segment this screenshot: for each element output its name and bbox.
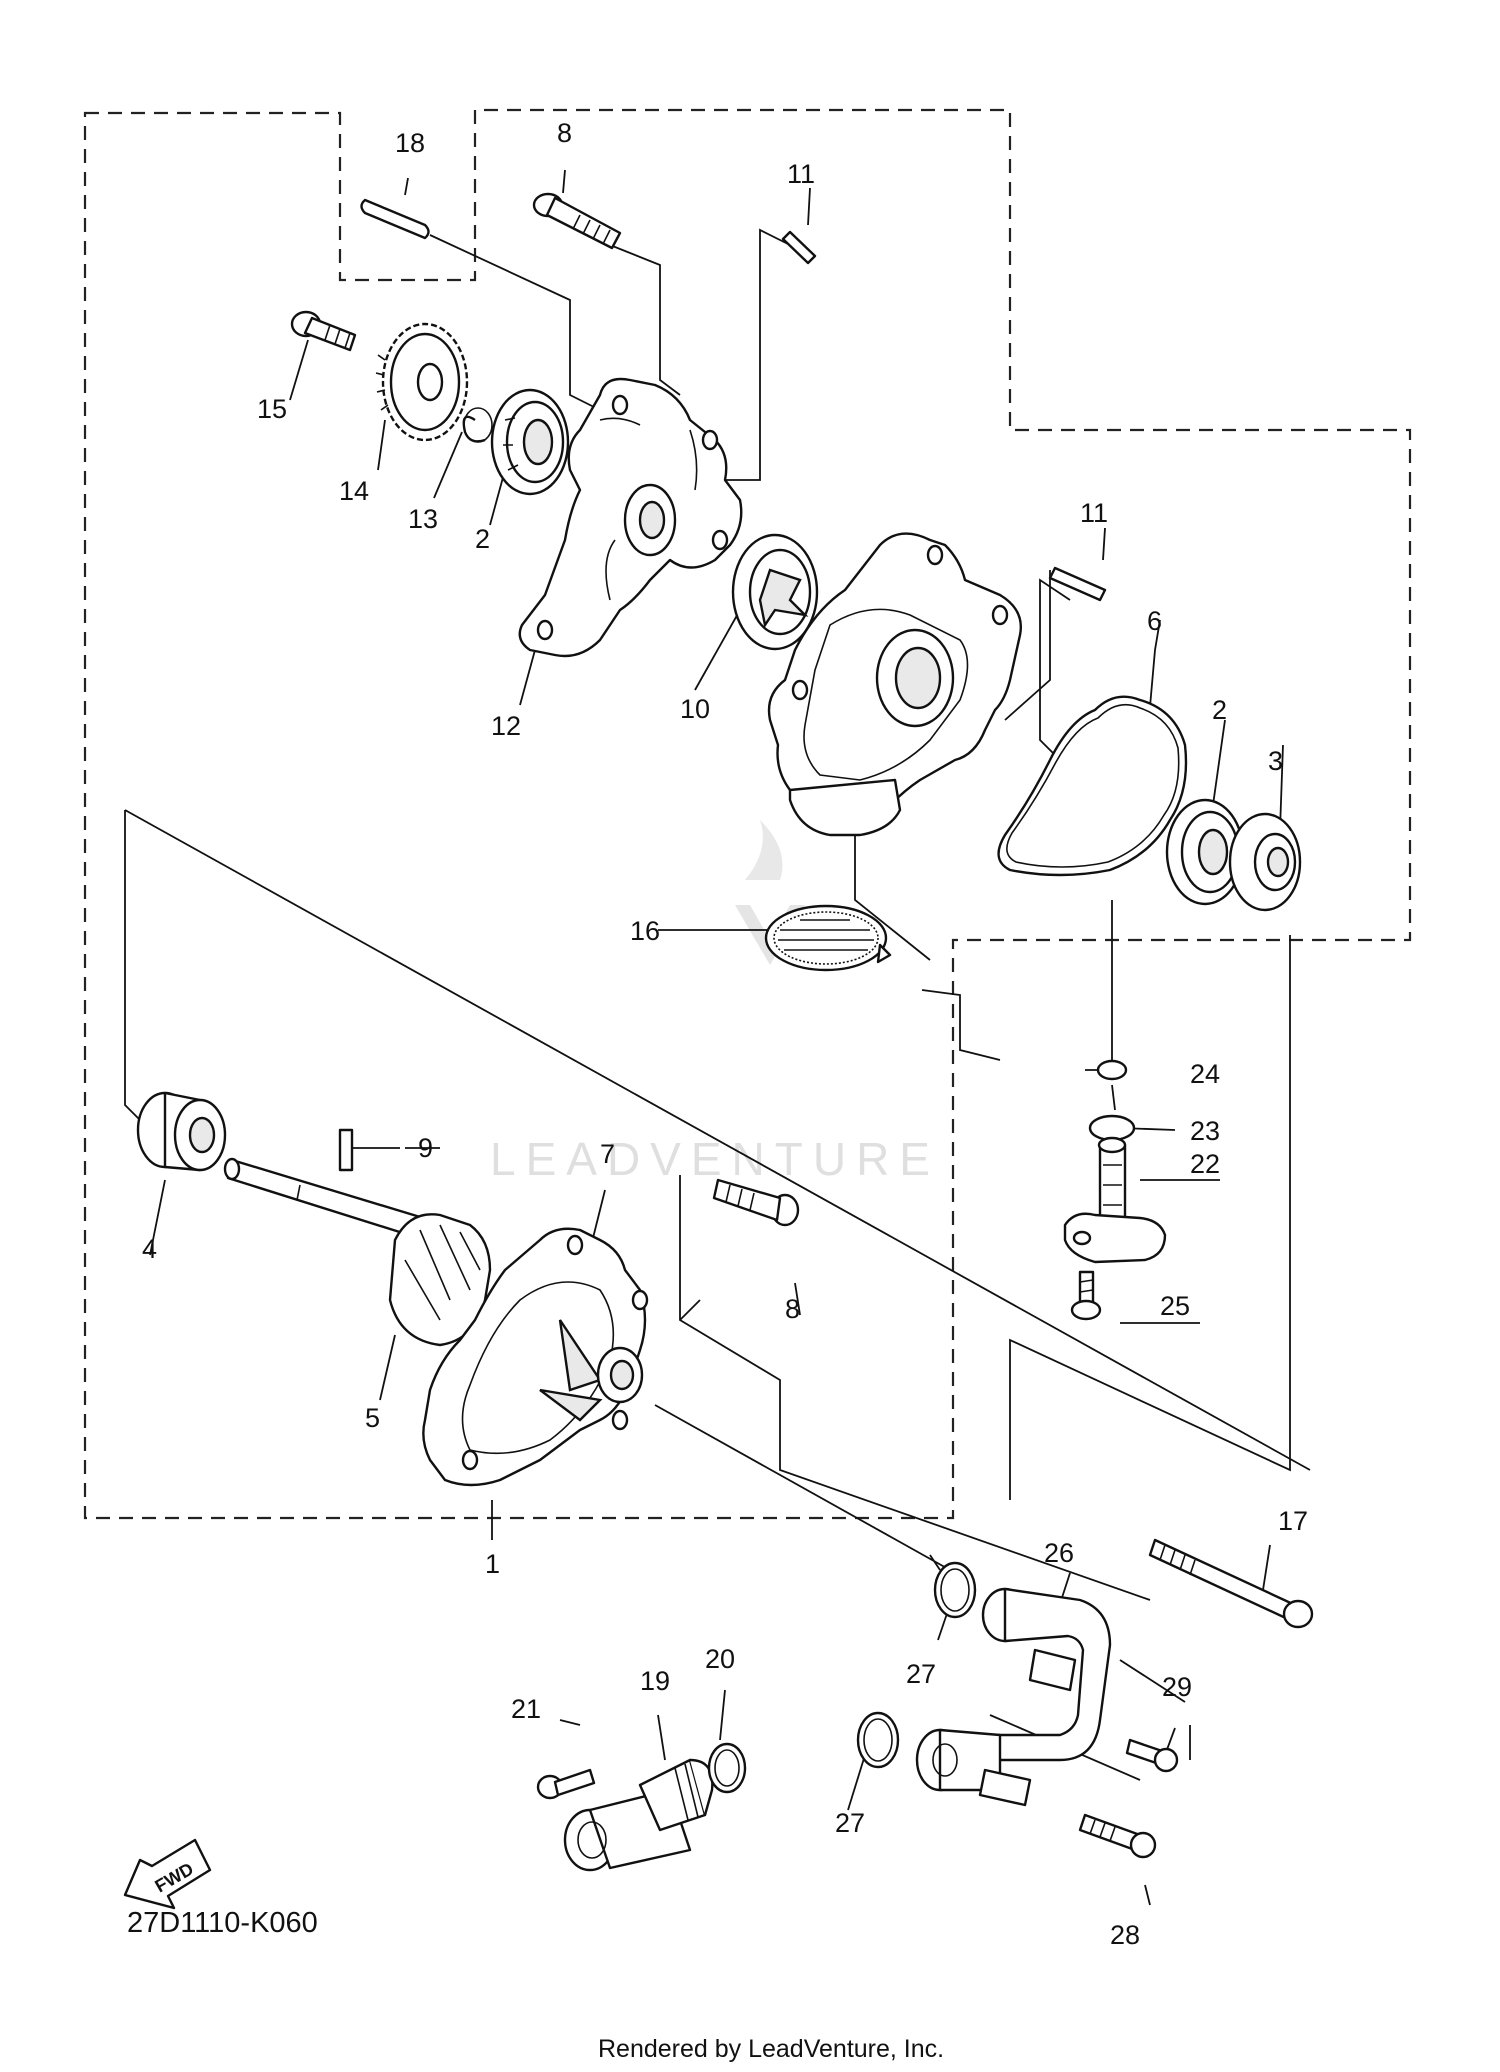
callout-20: 20 xyxy=(705,1644,735,1674)
callout-12: 12 xyxy=(491,711,521,741)
part-16-strainer xyxy=(764,904,892,972)
callout-13: 13 xyxy=(408,504,438,534)
leadventure-watermark: LEADVENTURE xyxy=(490,820,940,1185)
callout-25: 25 xyxy=(1160,1291,1190,1321)
diagram-code: 27D1110-K060 xyxy=(127,1907,318,1939)
part-15-bolt xyxy=(290,310,357,352)
part-5-impeller-shaft xyxy=(223,1157,492,1347)
callout-23: 23 xyxy=(1190,1116,1220,1146)
callout-4: 4 xyxy=(142,1234,157,1264)
part-12-pump-housing xyxy=(518,377,743,658)
callout-2-left: 2 xyxy=(475,524,490,554)
callout-26: 26 xyxy=(1044,1538,1074,1568)
part-19-pipe-joint xyxy=(563,1758,714,1872)
callout-10: 10 xyxy=(680,694,710,724)
part-7-water-pump-housing xyxy=(422,1227,649,1487)
part-27-o-ring-lower xyxy=(856,1711,900,1769)
callout-17: 17 xyxy=(1278,1506,1308,1536)
part-9-pin xyxy=(338,1128,354,1172)
part-2-bearing-right xyxy=(1165,798,1245,906)
pump-case-cover xyxy=(767,532,1022,837)
callout-5: 5 xyxy=(365,1403,380,1433)
callout-29: 29 xyxy=(1162,1672,1192,1702)
part-24-o-ring xyxy=(1096,1059,1128,1081)
part-10-rotor xyxy=(731,533,819,651)
part-26-water-pipe xyxy=(915,1587,1112,1807)
callout-19: 19 xyxy=(640,1666,670,1696)
part-13-circlip xyxy=(462,407,493,443)
callout-6: 6 xyxy=(1147,606,1162,636)
callout-28: 28 xyxy=(1110,1920,1140,1950)
part-2-bearing-left xyxy=(490,388,570,496)
callout-15: 15 xyxy=(257,394,287,424)
callout-11-top: 11 xyxy=(787,159,815,189)
part-21-bolt xyxy=(536,1768,596,1800)
callout-18: 18 xyxy=(395,128,425,158)
callout-24: 24 xyxy=(1190,1059,1220,1089)
part-3-oil-seal xyxy=(1228,812,1302,912)
part-23-o-ring xyxy=(1088,1114,1136,1142)
callout-3: 3 xyxy=(1268,746,1283,776)
part-27-o-ring-upper xyxy=(933,1561,977,1619)
callout-11-right: 11 xyxy=(1080,498,1108,528)
part-28-bolt xyxy=(1078,1813,1157,1859)
part-8-bolt-top xyxy=(532,192,622,250)
footer-credit: Rendered by LeadVenture, Inc. xyxy=(598,2035,944,2063)
callout-7: 7 xyxy=(600,1139,615,1169)
callout-9: 9 xyxy=(418,1133,433,1163)
part-6-gasket xyxy=(997,695,1188,877)
callout-21: 21 xyxy=(511,1694,541,1724)
callout-22: 22 xyxy=(1190,1149,1220,1179)
callout-16: 16 xyxy=(630,916,660,946)
part-8-bolt-lower xyxy=(712,1178,800,1227)
part-22-pipe xyxy=(1063,1136,1167,1264)
part-4-oil-seal xyxy=(136,1091,227,1172)
callout-27-upper: 27 xyxy=(906,1659,936,1689)
part-25-bolt xyxy=(1070,1270,1102,1321)
watermark-text: LEADVENTURE xyxy=(490,1133,940,1185)
part-17-bolt xyxy=(1148,1538,1314,1629)
callout-8-top: 8 xyxy=(557,118,572,148)
callout-27-lower: 27 xyxy=(835,1808,865,1838)
callout-2-right: 2 xyxy=(1212,695,1227,725)
part-14-gear xyxy=(375,322,469,442)
part-18-dowel-pin xyxy=(360,198,430,240)
callout-14: 14 xyxy=(339,476,369,506)
part-11-pin-top xyxy=(781,230,817,265)
fwd-arrow-icon: FWD xyxy=(123,1838,212,1910)
callout-1: 1 xyxy=(485,1549,500,1579)
part-11-pin-right xyxy=(1048,566,1107,602)
part-20-o-ring xyxy=(707,1742,747,1794)
callout-labels: 18 8 11 15 14 13 2 12 10 11 6 2 3 16 24 … xyxy=(142,118,1308,1950)
assembly-boundary xyxy=(83,108,1412,1520)
part-29-bolt xyxy=(1125,1738,1179,1773)
callout-8-lower: 8 xyxy=(785,1294,800,1324)
